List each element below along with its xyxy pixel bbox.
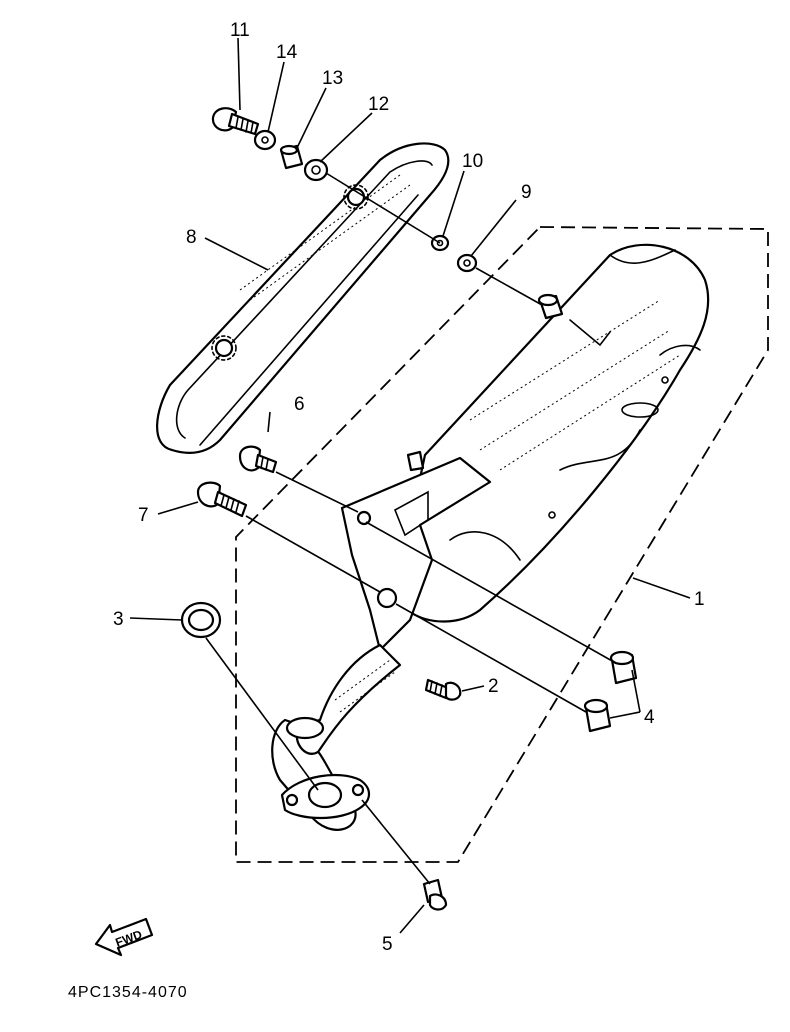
callout-4: 4: [644, 707, 655, 728]
muffler: [393, 243, 710, 623]
gasket-3: [180, 601, 222, 639]
bolt-6: [238, 445, 278, 474]
callout-7: 7: [138, 505, 149, 526]
mounting-bracket: [340, 456, 492, 652]
callout-13: 13: [322, 68, 343, 89]
collar-13: [279, 144, 304, 170]
callout-1: 1: [694, 589, 705, 610]
damper-4b: [583, 698, 612, 733]
callout-11: 11: [230, 20, 250, 41]
exhaust-pipe: [271, 643, 402, 831]
washer-9: [456, 253, 478, 273]
callout-9: 9: [521, 182, 532, 203]
nut-5: [422, 878, 448, 911]
heat-shield: [156, 142, 450, 455]
screw-2: [424, 678, 462, 701]
callout-10: 10: [462, 151, 483, 172]
callout-8: 8: [186, 227, 197, 248]
callout-3: 3: [113, 609, 124, 630]
fwd-arrow-icon: FWD: [94, 917, 154, 957]
leader-lines: [129, 37, 691, 934]
callout-labels: 1 2 3 4 5 6 7 8 9 10 11 12 13 14: [113, 20, 705, 955]
grommet-12: [303, 158, 329, 182]
damper-4a: [609, 650, 638, 685]
callout-5: 5: [382, 934, 393, 955]
callout-6: 6: [294, 394, 305, 415]
washer-14: [253, 129, 277, 151]
diagram-part-code: 4PC1354-4070: [68, 984, 188, 1001]
bolt-11: [211, 107, 260, 136]
callout-12: 12: [368, 94, 389, 115]
bolt-7: [196, 481, 248, 518]
callout-2: 2: [488, 676, 499, 697]
callout-14: 14: [276, 42, 298, 63]
assembly-boundary: [235, 226, 769, 863]
